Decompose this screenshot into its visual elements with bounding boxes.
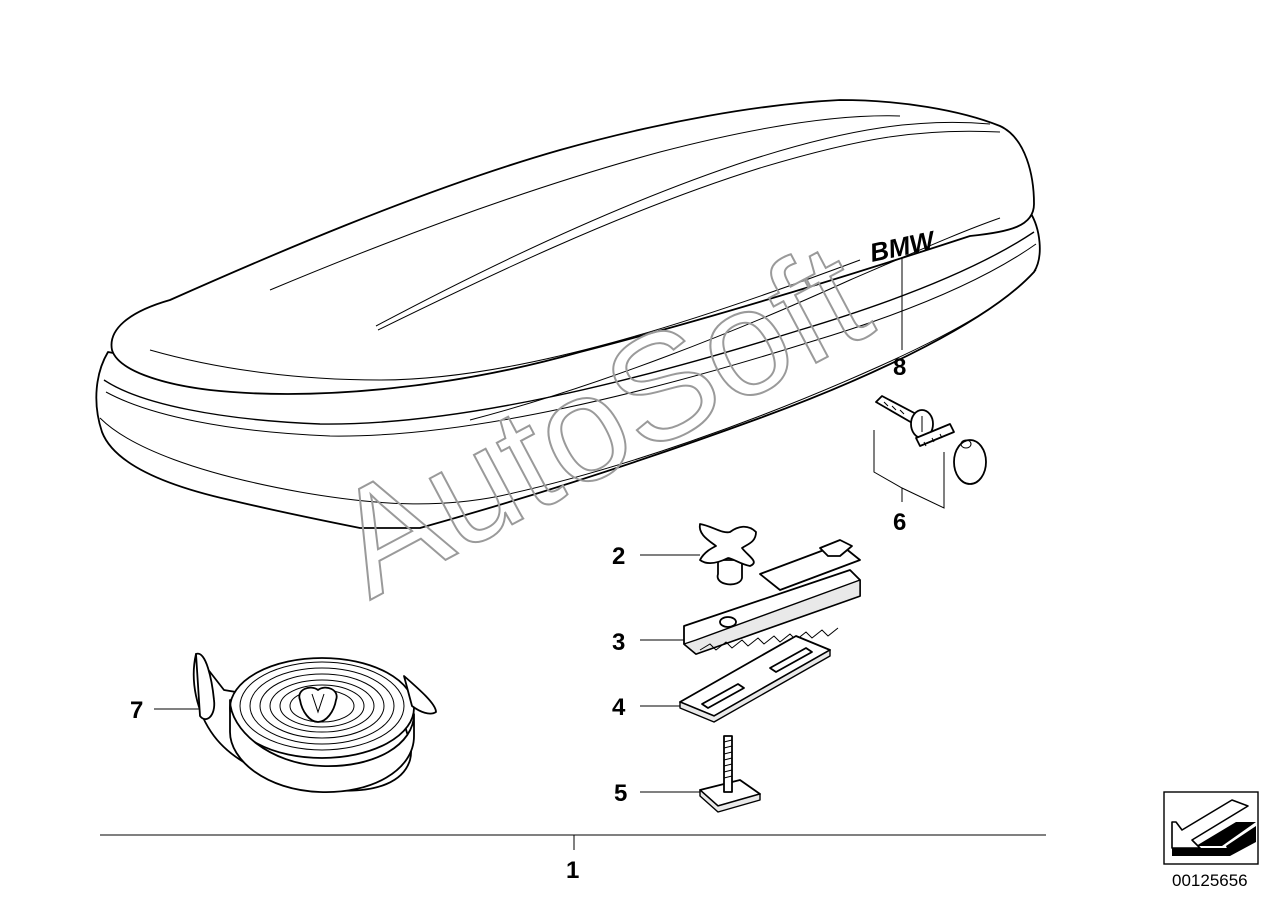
lid-groove-1 [377, 130, 1001, 331]
callout-4: 4 [612, 694, 626, 721]
strap-roll [192, 653, 437, 793]
lid-seam-line-2 [105, 243, 1037, 437]
key [915, 423, 987, 485]
diagram-part-number: 00125656 [1172, 871, 1248, 890]
slotted-plate [679, 635, 831, 723]
callout-7: 7 [130, 697, 143, 724]
clamp-bracket [683, 539, 861, 655]
roof-box-lid [110, 99, 1035, 395]
callout-2: 2 [612, 543, 625, 570]
lid-groove-3 [269, 115, 901, 291]
lid-groove-2 [375, 121, 991, 327]
lid-groove-4 [469, 217, 1001, 421]
callout-6: 6 [893, 509, 906, 536]
lid-seam-line [103, 231, 1035, 425]
t-bolt [699, 735, 761, 813]
callout-3: 3 [612, 629, 625, 656]
star-knob [698, 523, 757, 586]
lock-cylinder [875, 395, 934, 439]
callout-8: 8 [893, 354, 906, 381]
roof-box [95, 99, 1041, 529]
callout-1: 1 [566, 857, 579, 884]
callout-5: 5 [614, 780, 627, 807]
lid-groove-5 [149, 259, 861, 381]
direction-arrow-icon [1163, 791, 1259, 865]
base-contour-line [99, 269, 1037, 505]
